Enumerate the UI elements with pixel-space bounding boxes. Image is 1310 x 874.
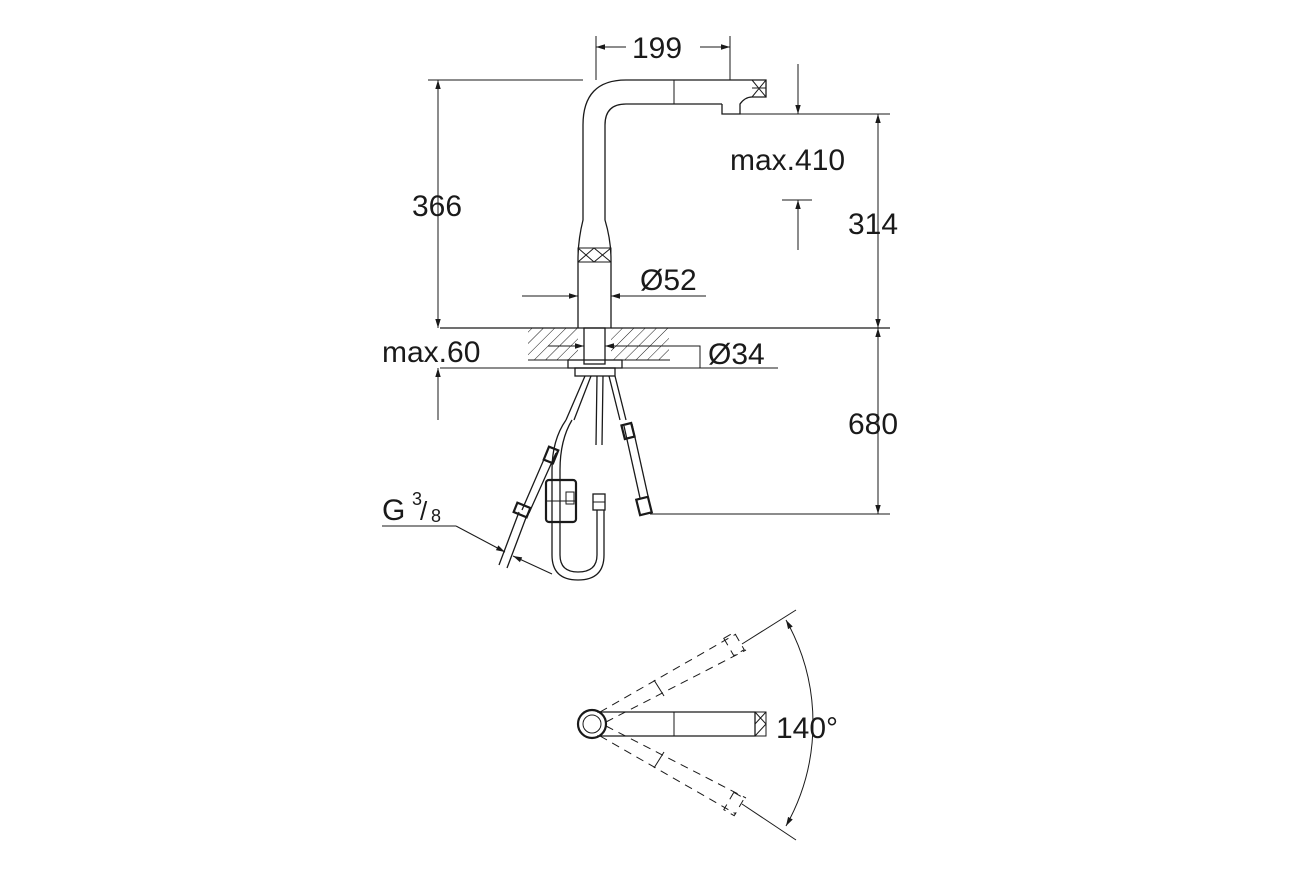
dim-max-pullout: max.410 xyxy=(730,144,845,177)
dimension-lines xyxy=(382,36,890,575)
dim-thread-denominator: 8 xyxy=(431,506,441,526)
dim-height-total: 366 xyxy=(412,190,462,223)
dim-thread-numerator: 3 xyxy=(412,489,422,509)
dim-thread-base: G xyxy=(382,494,405,527)
dim-max-deck-thickness: max.60 xyxy=(382,336,480,369)
dim-swivel-angle: 140° xyxy=(776,712,838,745)
dim-body-diameter: Ø52 xyxy=(640,264,697,297)
dim-spout-reach: 199 xyxy=(632,32,682,65)
dimension-labels: 199 max.410 366 314 Ø52 max.60 Ø34 680 G… xyxy=(382,32,898,527)
dim-spout-height: 314 xyxy=(848,208,898,241)
faucet-top-view: 140° xyxy=(576,609,838,841)
supply-hoses xyxy=(498,375,654,581)
dim-hole-diameter: Ø34 xyxy=(708,338,765,371)
dim-thread-slash: / xyxy=(420,496,428,526)
dim-hose-length: 680 xyxy=(848,408,898,441)
countertop-section xyxy=(440,327,890,377)
faucet-side-view xyxy=(577,79,767,328)
